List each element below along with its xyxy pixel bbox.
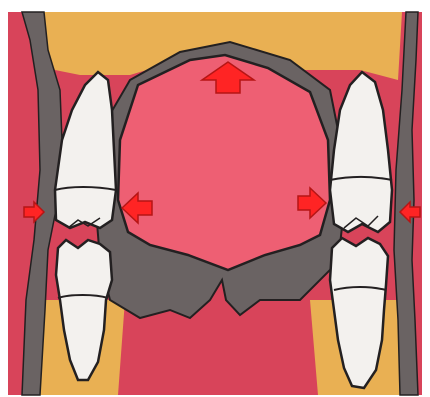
dental-cross-section-diagram xyxy=(0,0,430,397)
diagram-canvas xyxy=(0,0,430,397)
